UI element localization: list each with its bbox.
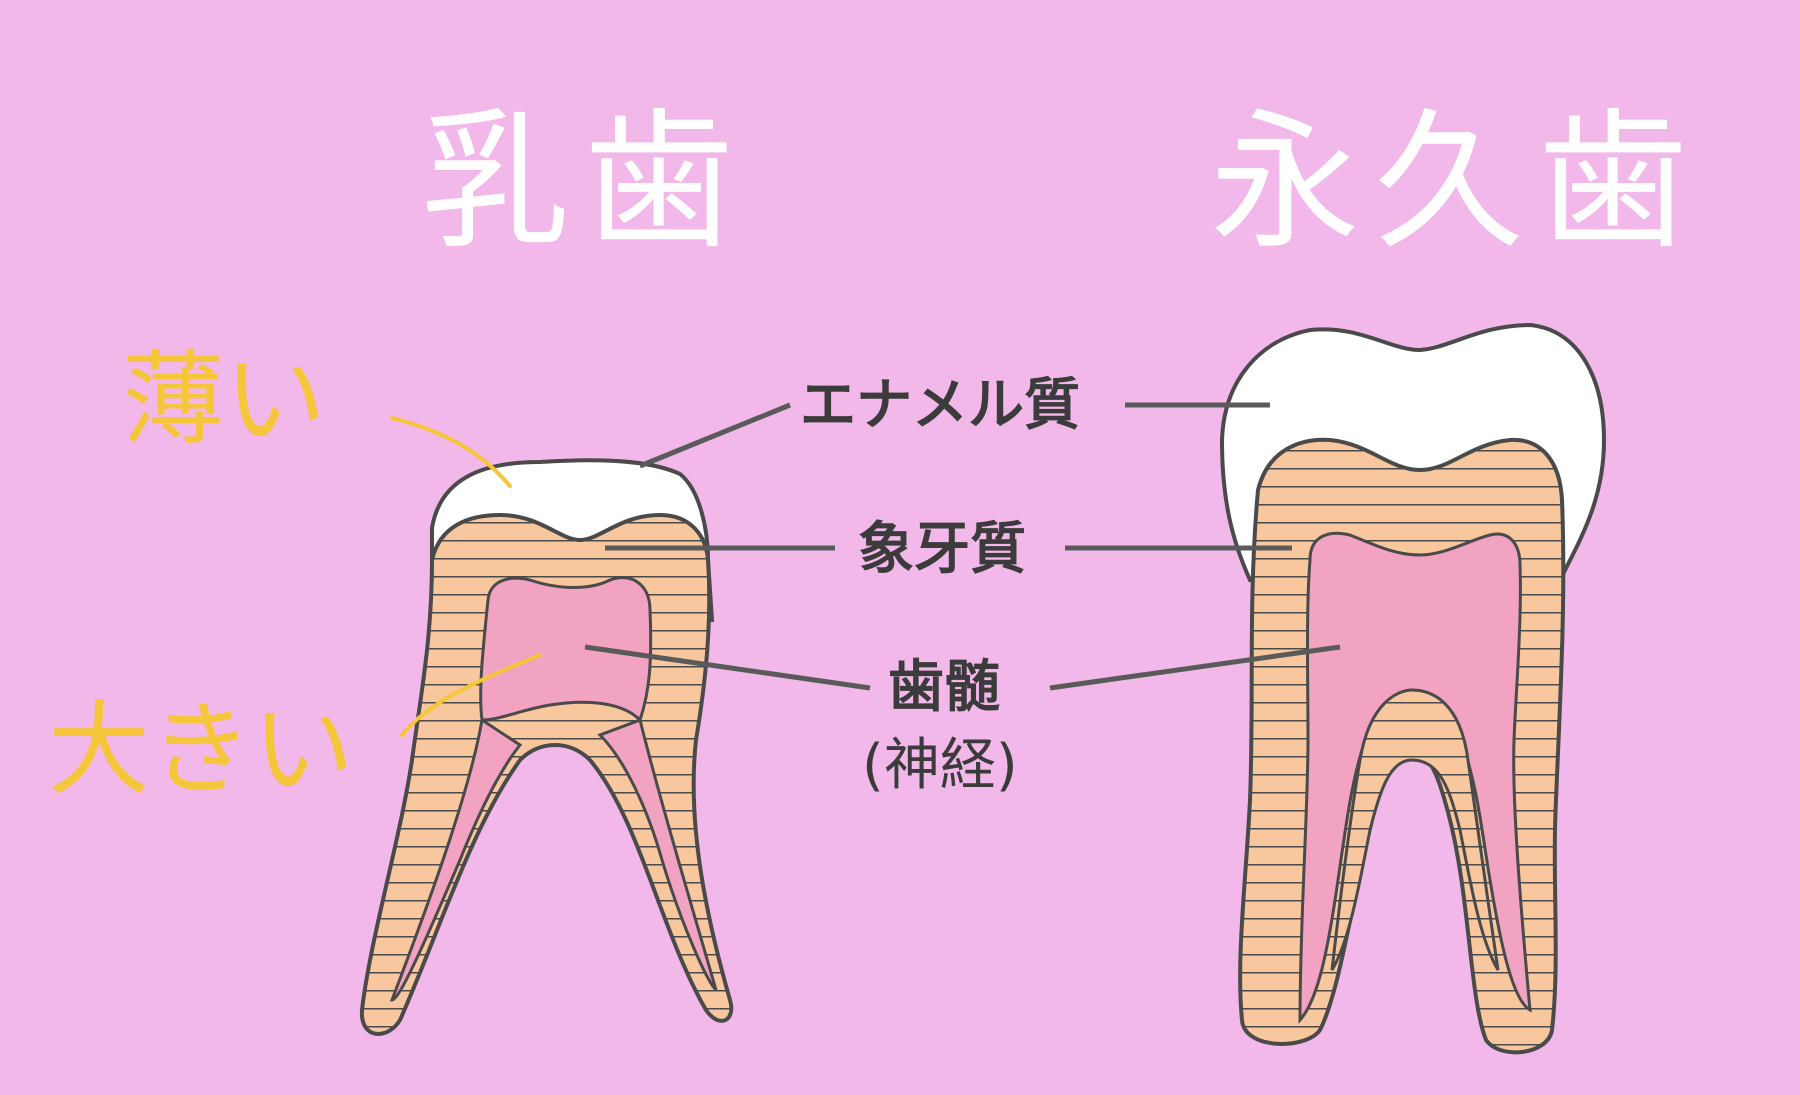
pulp-leader-left bbox=[584, 644, 871, 691]
annotation-lines bbox=[390, 416, 542, 737]
baby-tooth bbox=[359, 458, 734, 1036]
leader-lines bbox=[584, 402, 1341, 691]
baby-tooth-pulp-canal-left bbox=[389, 717, 523, 1002]
baby-tooth-title: 乳歯 bbox=[420, 96, 749, 270]
permanent-tooth-inner-dentin bbox=[1330, 688, 1500, 971]
large-annotation: 大きい bbox=[48, 691, 354, 810]
enamel-leader-left bbox=[639, 402, 791, 469]
thin-annotation: 薄い bbox=[122, 341, 326, 460]
dentin-label: 象牙質 bbox=[858, 517, 1026, 582]
baby-tooth-pulp bbox=[479, 576, 653, 723]
enamel-label: エナメル質 bbox=[800, 373, 1080, 438]
large-annotation-line bbox=[400, 653, 542, 737]
permanent-tooth bbox=[1219, 322, 1607, 1055]
pulp-leader-right bbox=[1049, 644, 1341, 691]
baby-tooth-pulp-canal-right bbox=[597, 718, 718, 992]
permanent-tooth-pulp bbox=[1298, 531, 1532, 1024]
pulp-sub-label: (神経) bbox=[862, 733, 1018, 798]
pulp-label: 歯髄 bbox=[888, 655, 1000, 720]
thin-annotation-line bbox=[390, 416, 512, 488]
permanent-tooth-title: 永久歯 bbox=[1210, 96, 1703, 270]
